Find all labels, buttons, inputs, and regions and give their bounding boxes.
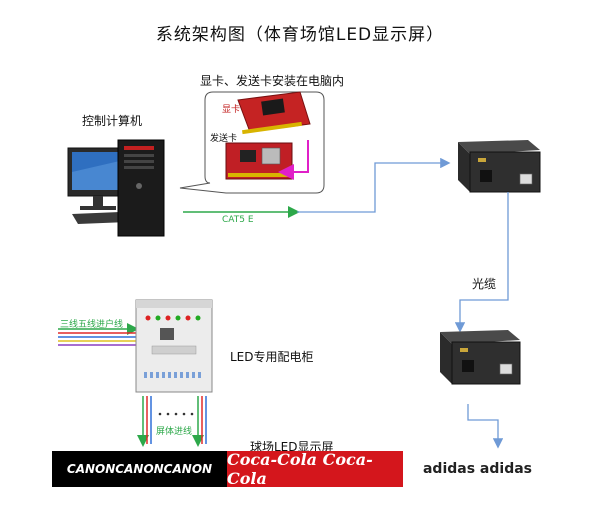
coke-ad-text: Coca-Cola Coca-Cola bbox=[227, 451, 373, 487]
canon-ad-segment: CANONCANONCANON bbox=[52, 451, 227, 487]
coke-ad-segment: Coca-Cola Coca-Cola bbox=[227, 451, 403, 487]
graphics-card-label: 显卡 bbox=[222, 105, 241, 115]
fiber-converter-1-image bbox=[458, 140, 541, 193]
computer-label: 控制计算机 bbox=[82, 114, 143, 128]
canon-ad-text: CANONCANONCANON bbox=[66, 462, 213, 476]
screen-label: 球场LED显示屏 bbox=[250, 440, 334, 454]
magenta-indicator-arrow bbox=[278, 140, 309, 180]
screen-feed-lines bbox=[137, 396, 207, 447]
fiber-cable-label: 光缆 bbox=[472, 277, 497, 291]
led-screen-banner: CANONCANONCANON Coca-Cola Coca-Cola adid… bbox=[52, 451, 552, 487]
cat5-cable-label: CAT5 E bbox=[222, 215, 254, 225]
adidas-ad-text: adidas adidas bbox=[422, 461, 532, 477]
cabinet-label: LED专用配电柜 bbox=[230, 350, 314, 364]
screen-feed-label: 屏体进线 bbox=[156, 427, 193, 437]
fiber-cable-line bbox=[454, 192, 509, 333]
link-to-screen bbox=[467, 404, 504, 449]
graphics-card-image bbox=[237, 91, 311, 135]
sender-card-label: 发送卡 bbox=[210, 134, 238, 144]
card-install-note: 显卡、发送卡安装在电脑内 bbox=[200, 74, 345, 88]
power-cabinet-image bbox=[135, 299, 213, 393]
sender-card-image bbox=[225, 142, 293, 180]
link-to-converter-1 bbox=[297, 157, 451, 213]
power-input-label: 三线五线进户线 bbox=[60, 320, 124, 330]
power-input-lines bbox=[58, 323, 139, 346]
computer-image bbox=[67, 139, 165, 237]
diagram-title: 系统架构图（体育场馆LED显示屏） bbox=[155, 25, 445, 45]
adidas-ad-segment: adidas adidas bbox=[403, 451, 552, 487]
fiber-converter-2-image bbox=[440, 330, 521, 385]
